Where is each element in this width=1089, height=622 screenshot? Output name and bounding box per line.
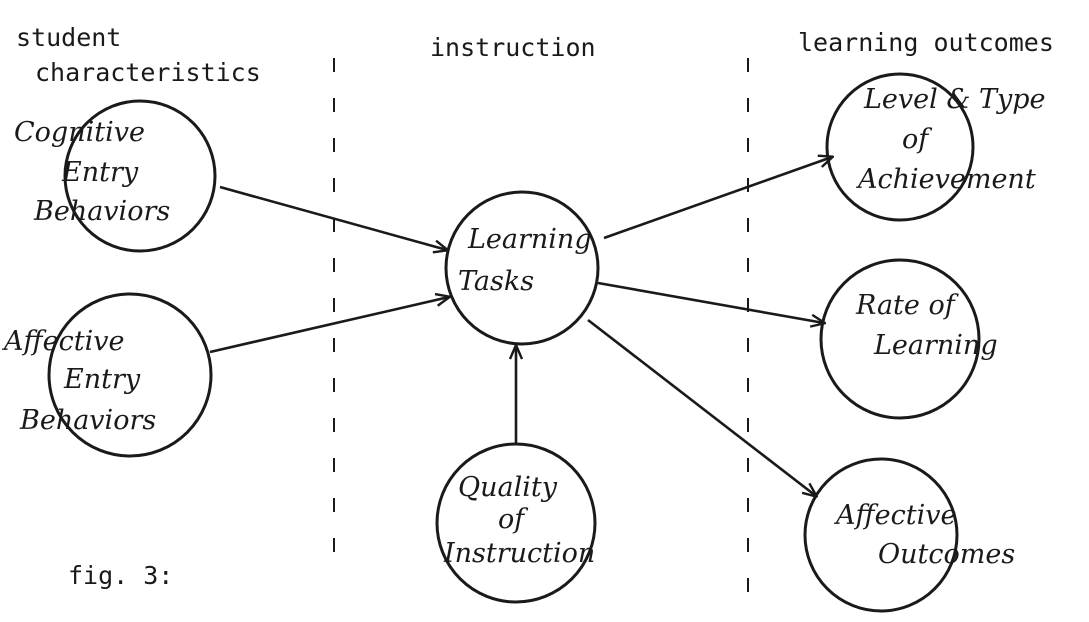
column-heading-outcomes: learning outcomes <box>798 28 1054 57</box>
label-affective-out-line1: Affective <box>833 500 956 531</box>
column-heading-student-line1: student <box>16 23 121 52</box>
column-heading-student-line2: characteristics <box>35 58 261 87</box>
arrow-tasks-to-affective-outcomes <box>587 318 816 496</box>
column-heading-instruction: instruction <box>430 33 596 62</box>
label-cognitive-line2: Entry <box>61 157 139 188</box>
label-affective-in-line2: Entry <box>63 364 141 395</box>
arrow-cognitive-to-tasks <box>219 185 447 250</box>
label-tasks-line1: Learning <box>467 224 592 255</box>
label-tasks-line2: Tasks <box>458 266 534 297</box>
node-rate-of-learning <box>819 258 981 420</box>
label-cognitive-line3: Behaviors <box>33 196 170 227</box>
label-achievement-line1: Level & Type <box>863 84 1046 115</box>
label-cognitive-line1: Cognitive <box>14 117 145 148</box>
label-affective-in-line1: Affective <box>1 326 124 357</box>
node-cognitive-entry-behaviors <box>63 99 217 253</box>
figure-caption: fig. 3: <box>68 561 173 590</box>
node-affective-entry-behaviors <box>47 292 213 458</box>
label-quality-line1: Quality <box>458 472 558 503</box>
label-rate-line1: Rate of <box>855 290 959 321</box>
label-affective-out-line2: Outcomes <box>878 539 1015 570</box>
label-achievement-line2: of <box>902 124 932 155</box>
label-quality-line2: of <box>498 504 528 535</box>
arrow-tasks-to-rate <box>597 281 824 323</box>
label-affective-in-line3: Behaviors <box>19 405 156 436</box>
label-achievement-line3: Achievement <box>855 164 1036 195</box>
node-affective-outcomes <box>803 457 959 613</box>
arrow-affective-to-tasks <box>209 297 449 354</box>
label-quality-line3: Instruction <box>443 538 595 569</box>
arrow-tasks-to-achievement <box>603 157 832 240</box>
label-rate-line2: Learning <box>873 330 998 361</box>
node-level-type-of-achievement <box>825 72 975 222</box>
